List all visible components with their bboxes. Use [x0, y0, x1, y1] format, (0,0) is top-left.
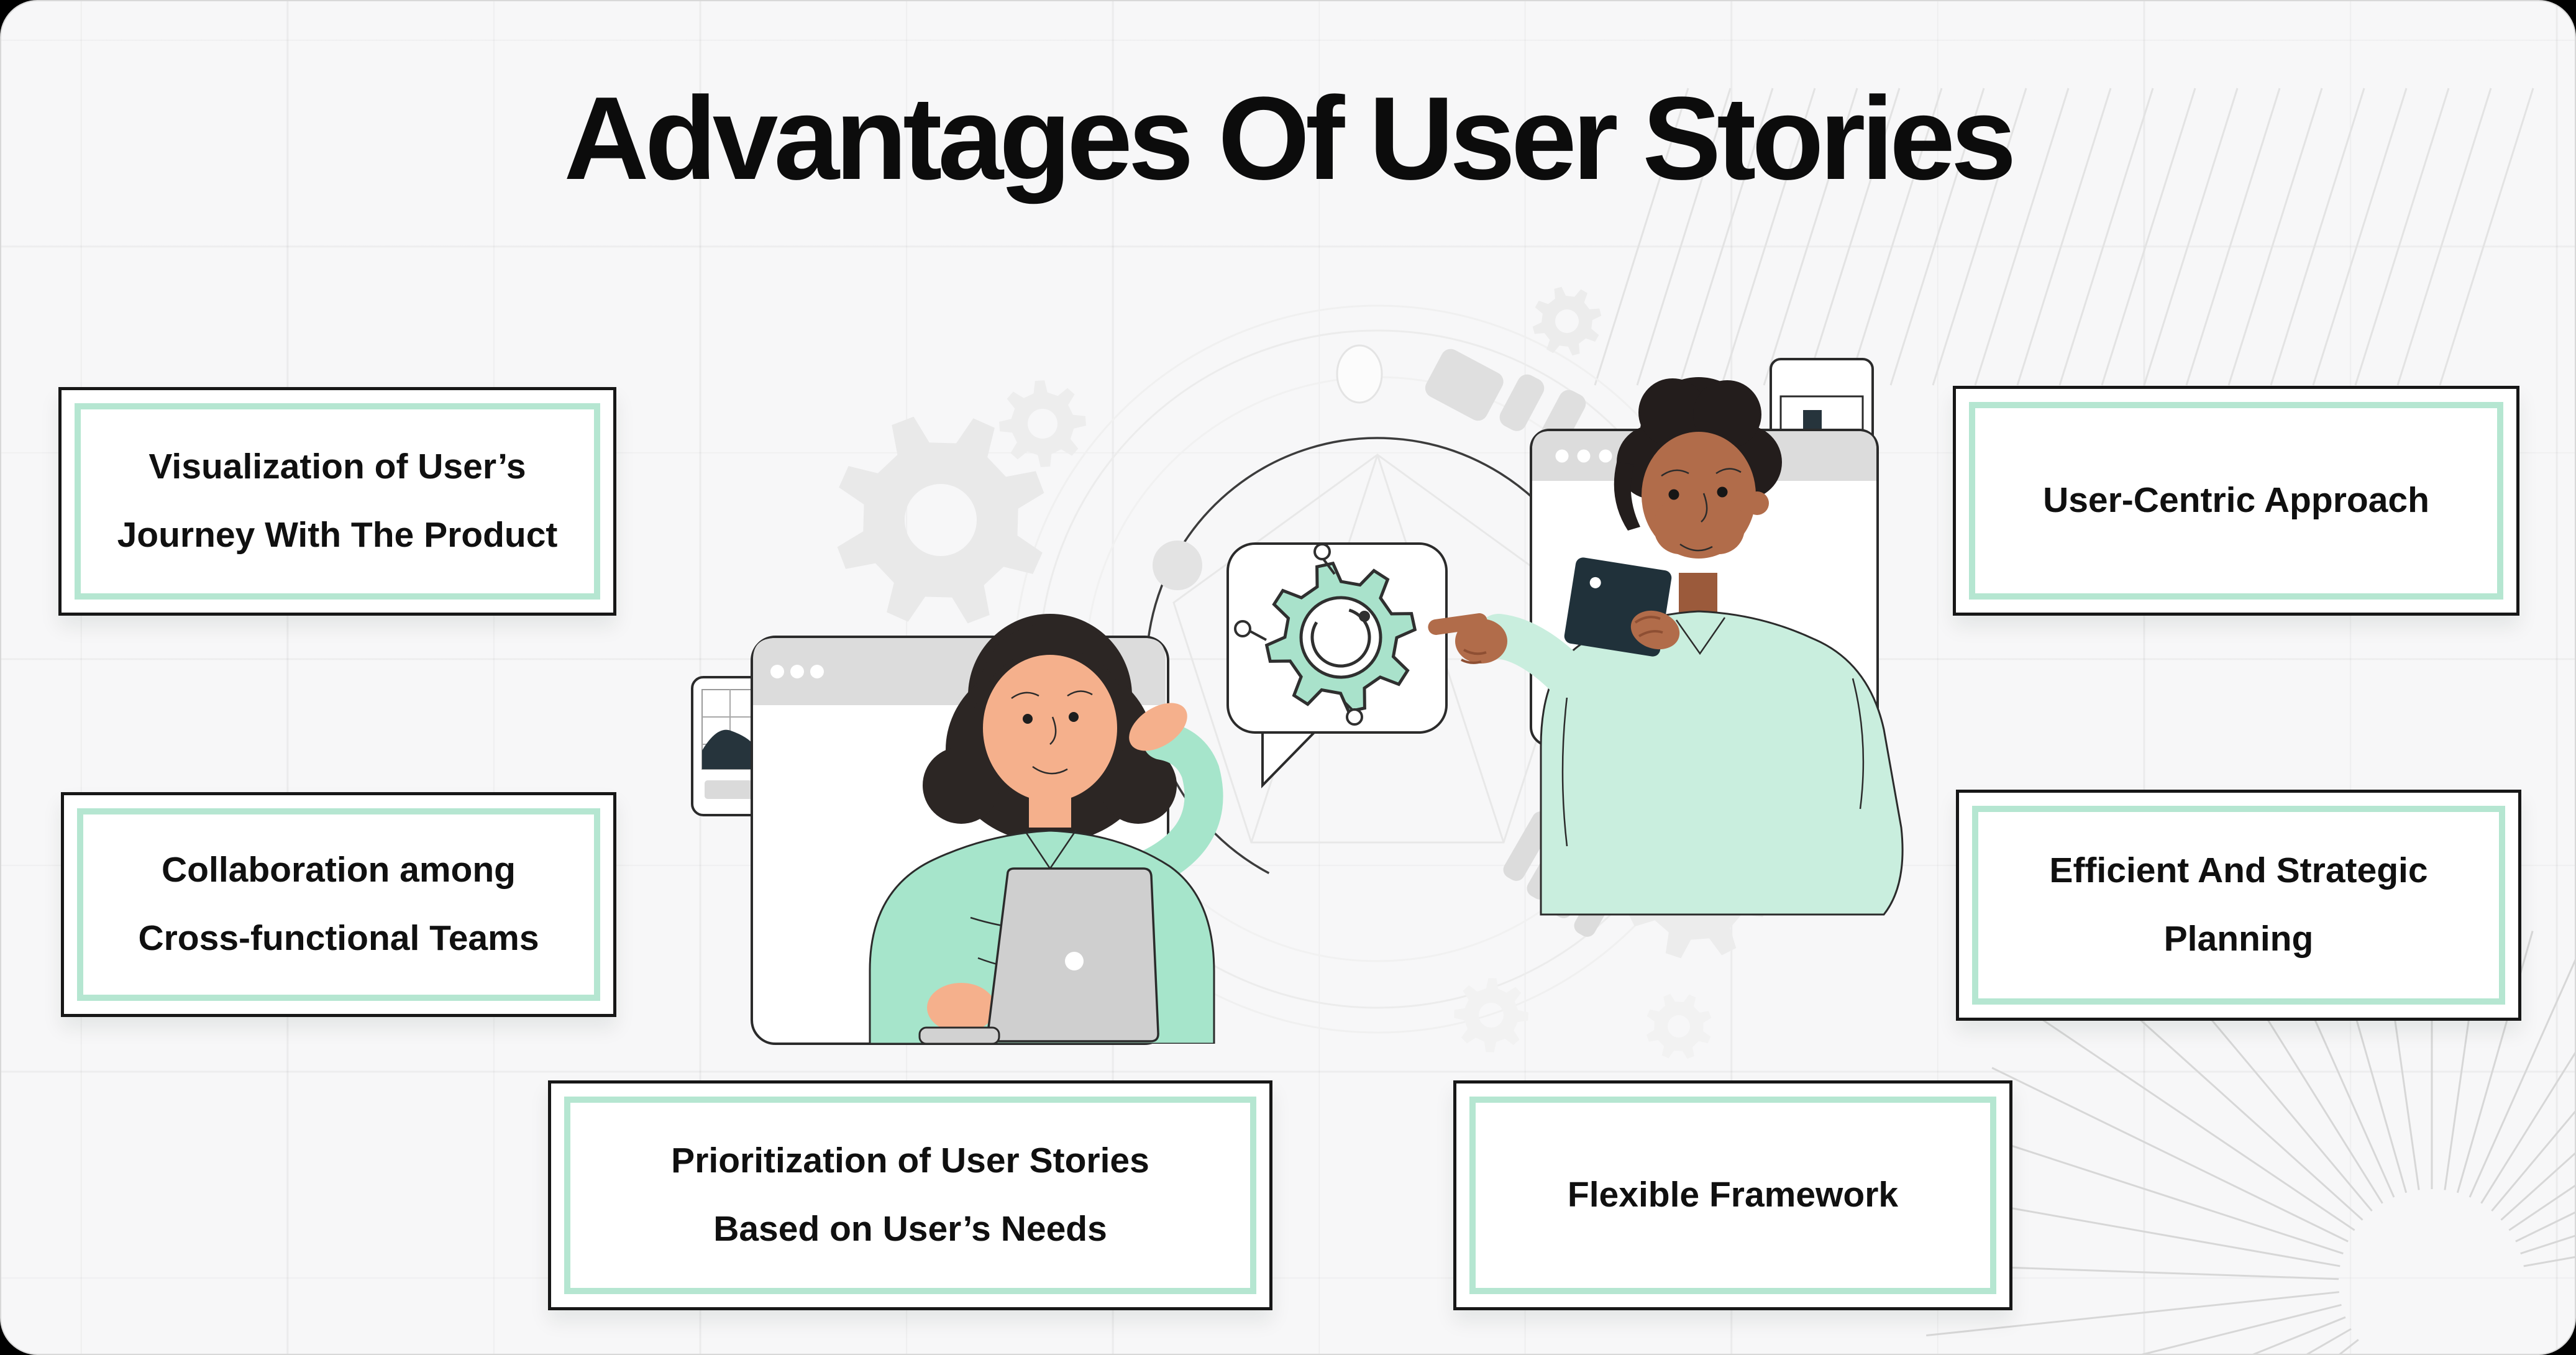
advantage-box-efficient-planning: Efficient And Strategic Planning — [1956, 790, 2521, 1021]
advantage-box-inner: User-Centric Approach — [1969, 402, 2503, 600]
advantage-label-line: Collaboration among — [162, 850, 516, 890]
node-ellipse — [1336, 344, 1383, 404]
node-dot — [1153, 541, 1202, 590]
circuit-dots — [1234, 543, 1363, 726]
gear-icon — [1454, 978, 1528, 1052]
gear-icon — [837, 416, 1044, 624]
advantage-label-line: User-Centric Approach — [2043, 480, 2429, 521]
window-dots — [1555, 449, 1612, 463]
advantage-label-line: Journey With The Product — [117, 515, 558, 555]
page-title: Advantages Of User Stories — [564, 73, 2016, 204]
advantage-box-flexible-framework: Flexible Framework — [1453, 1080, 2012, 1310]
gear-speech-bubble — [1226, 542, 1448, 788]
advantage-label-line: Efficient And Strategic — [2049, 851, 2428, 891]
man-with-tablet — [1540, 377, 1904, 916]
advantage-box-inner: Prioritization of User Stories Based on … — [564, 1097, 1256, 1294]
window-dots — [770, 665, 824, 678]
diagonal-hatch-pattern — [1594, 88, 2534, 386]
gear-icon — [1646, 993, 1712, 1059]
open-hand-icon — [1129, 703, 1187, 751]
advantage-label-line: Visualization of User’s — [148, 447, 526, 487]
advantage-label-line: Cross-functional Teams — [138, 918, 539, 958]
advantage-box-inner: Efficient And Strategic Planning — [1972, 806, 2505, 1005]
advantage-box-visualization: Visualization of User’s Journey With The… — [58, 387, 616, 616]
pointing-hand-icon — [1428, 613, 1589, 698]
advantage-box-collaboration: Collaboration among Cross-functional Tea… — [61, 792, 616, 1017]
advantage-box-inner: Collaboration among Cross-functional Tea… — [77, 808, 600, 1001]
advantage-label-line: Based on User’s Needs — [713, 1209, 1107, 1249]
advantage-label-line: Flexible Framework — [1567, 1175, 1899, 1215]
woman-presenter — [869, 614, 1223, 1044]
advantage-label-line: Prioritization of User Stories — [671, 1141, 1149, 1181]
advantage-box-prioritization: Prioritization of User Stories Based on … — [548, 1080, 1272, 1310]
advantage-box-inner: Flexible Framework — [1469, 1097, 1996, 1294]
gear-icon — [1532, 286, 1602, 356]
advantage-box-inner: Visualization of User’s Journey With The… — [75, 403, 600, 600]
advantage-box-user-centric: User-Centric Approach — [1953, 386, 2519, 616]
gear-icon — [1264, 561, 1417, 714]
advantage-label-line: Planning — [2163, 919, 2314, 959]
gear-icon — [999, 380, 1086, 467]
